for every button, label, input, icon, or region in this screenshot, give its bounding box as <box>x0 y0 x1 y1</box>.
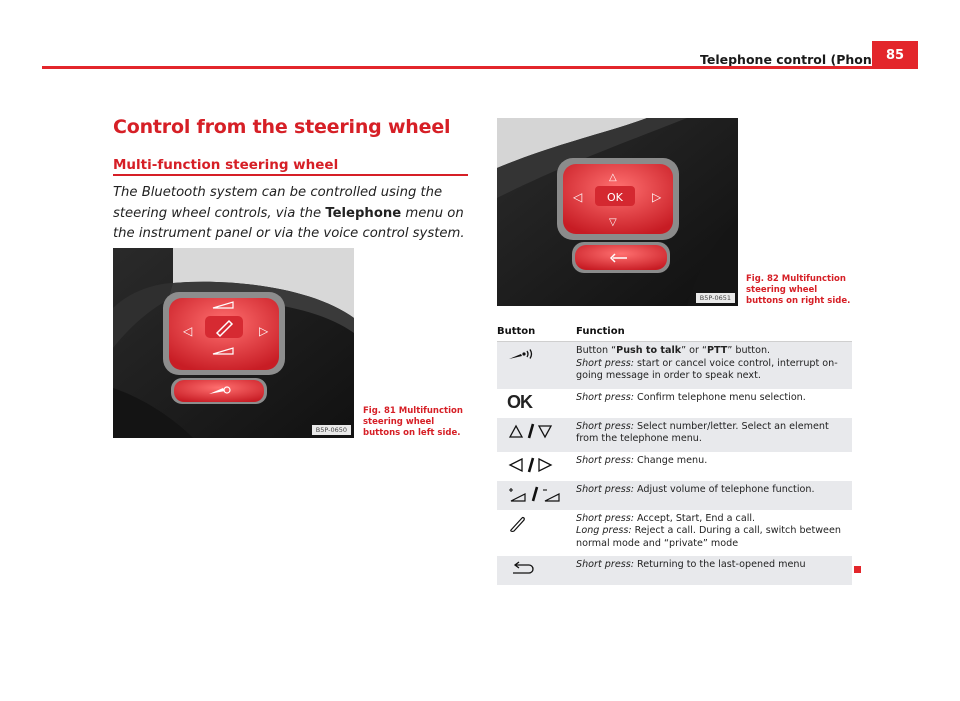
svg-text:△: △ <box>609 172 617 183</box>
phone-handset-icon <box>510 516 525 532</box>
function-text: Select number/letter. Select an element … <box>576 420 829 445</box>
svg-text:▷: ▷ <box>652 190 662 204</box>
running-header-title: Telephone control (Phone) <box>700 52 886 67</box>
short-press-label: Short press: <box>576 420 634 432</box>
function-text-long: Reject a call. During a call, switch bet… <box>576 525 841 549</box>
svg-text:◁: ◁ <box>572 190 582 204</box>
short-press-label: Short press: <box>576 483 634 495</box>
table-row: Short press: Adjust volume of telephone … <box>497 480 852 510</box>
ptt-abbrev: PTT <box>707 345 728 356</box>
left-right-arrows-icon <box>508 457 553 472</box>
table-row: Short press: Returning to the last-opene… <box>497 556 852 585</box>
column-header-button: Button <box>497 322 576 342</box>
subsection-title: Multi-function steering wheel <box>113 157 339 173</box>
figure-81-caption: Fig. 81 Multifunction steering wheel but… <box>363 406 463 438</box>
table-header-row: Button Function <box>497 322 852 342</box>
short-press-label: Short press: <box>576 357 634 369</box>
intro-paragraph: The Bluetooth system can be controlled u… <box>113 183 471 245</box>
short-press-label: Short press: <box>576 559 634 570</box>
intro-text-1: The Bluetooth system can be controlled u… <box>113 185 443 221</box>
button-function-table: Button Function Button “Push to talk” or… <box>497 322 852 585</box>
svg-text:▷: ▷ <box>259 324 269 338</box>
header-rule <box>42 66 918 69</box>
section-end-marker <box>854 566 861 573</box>
function-text: Accept, Start, End a call. <box>633 512 756 524</box>
svg-text:▽: ▽ <box>609 217 617 228</box>
long-press-label: Long press: <box>576 525 632 536</box>
figure-81-left-buttons: ◁ ▷ B5P-0650 <box>113 248 354 438</box>
page-number: 85 <box>872 41 918 68</box>
section-title: Control from the steering wheel <box>113 116 451 138</box>
function-text: Confirm telephone menu selection. <box>633 391 806 403</box>
svg-text:◁: ◁ <box>182 324 192 338</box>
intro-text-2: menu on the instrument panel or via the … <box>113 205 465 242</box>
function-text: Change menu. <box>633 454 708 466</box>
figure-82-tag: B5P-0651 <box>695 293 735 303</box>
short-press-label: Short press: <box>576 512 634 524</box>
ptt-name: Push to talk <box>616 345 682 356</box>
table-row: Short press: Change menu. <box>497 452 852 481</box>
table-row: Button “Push to talk” or “PTT” button. S… <box>497 341 852 389</box>
ptt-or: ” or “ <box>681 345 708 356</box>
column-header-function: Function <box>576 322 852 342</box>
push-to-talk-icon <box>509 349 533 359</box>
subsection-rule <box>113 174 468 176</box>
steering-wheel-left-illustration: ◁ ▷ <box>113 248 354 438</box>
intro-bold-telephone: Telephone <box>325 205 402 221</box>
figure-82-right-buttons: OK ◁ ▷ △ ▽ B5P-0651 <box>497 118 738 306</box>
table-row: Short press: Select number/letter. Selec… <box>497 417 852 452</box>
ptt-intro: Button “ <box>576 345 617 356</box>
up-down-arrows-icon <box>508 423 553 438</box>
figure-82-caption: Fig. 82 Multifunction steering wheel but… <box>746 274 851 306</box>
function-text: Returning to the last-opened menu <box>633 559 806 570</box>
short-press-label: Short press: <box>576 391 634 403</box>
short-press-label: Short press: <box>576 454 634 466</box>
steering-wheel-right-illustration: OK ◁ ▷ △ ▽ <box>497 118 738 306</box>
table-row: Short press: Accept, Start, End a call. … <box>497 510 852 557</box>
fig82-ok-label: OK <box>607 191 624 204</box>
function-text: start or cancel voice control, interrupt… <box>576 357 838 382</box>
ptt-outro: ” button. <box>727 345 771 356</box>
return-icon <box>513 561 534 574</box>
volume-icon <box>509 486 560 502</box>
function-text: Adjust volume of telephone function. <box>633 483 815 495</box>
table-row: OK Short press: Confirm telephone menu s… <box>497 389 852 418</box>
figure-81-tag: B5P-0650 <box>311 425 351 435</box>
ok-icon: OK <box>507 391 533 412</box>
